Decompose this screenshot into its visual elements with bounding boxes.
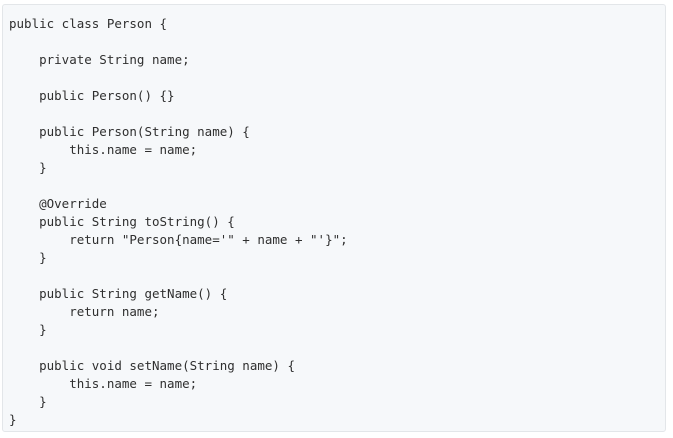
code-block: public class Person { private String nam… [2, 4, 666, 432]
code-line: public String getName() { [9, 286, 228, 301]
code-line: } [9, 394, 47, 409]
code-line: private String name; [9, 52, 190, 67]
code-line [9, 69, 665, 87]
code-line: public Person() {} [9, 88, 175, 103]
code-line: } [9, 160, 47, 175]
code-line: public class Person { [9, 16, 168, 31]
code-line [9, 267, 665, 285]
code-line: return name; [9, 304, 160, 319]
code-line [9, 33, 665, 51]
code-line [9, 339, 665, 357]
code-line: return "Person{name='" + name + "'}"; [9, 232, 348, 247]
code-line: public String toString() { [9, 214, 235, 229]
code-line: public void setName(String name) { [9, 358, 295, 373]
code-line: this.name = name; [9, 142, 198, 157]
code-line: } [9, 412, 17, 427]
code-line: } [9, 250, 47, 265]
code-line [9, 177, 665, 195]
code-line [9, 105, 665, 123]
code-line: this.name = name; [9, 376, 198, 391]
code-line: } [9, 322, 47, 337]
code-line: @Override [9, 196, 107, 211]
code-line: public Person(String name) { [9, 124, 250, 139]
